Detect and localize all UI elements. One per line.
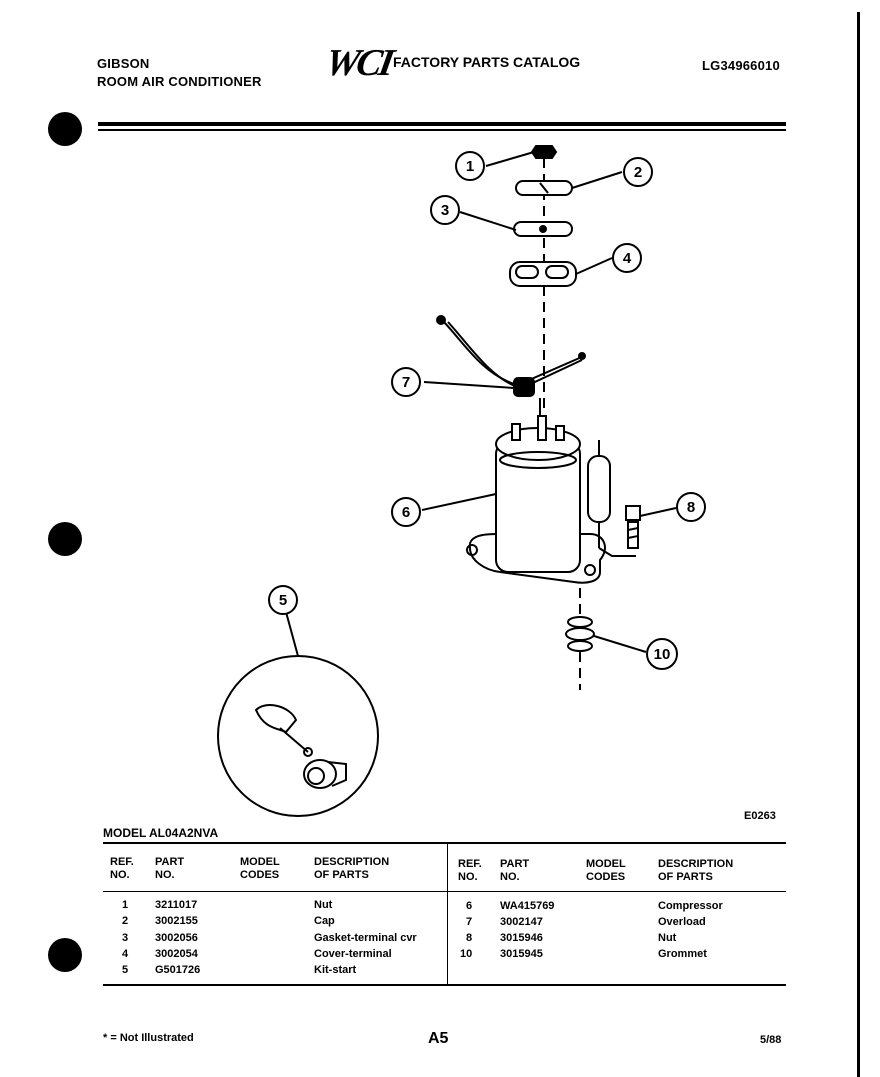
header-ref: REF.NO.: [458, 858, 482, 883]
gasket-part: [513, 221, 573, 237]
callout-4: 4: [612, 243, 642, 273]
svg-text:7: 7: [402, 374, 410, 391]
page-border: [857, 12, 860, 1077]
svg-text:3: 3: [441, 202, 449, 219]
header-ref: REF.NO.: [110, 856, 134, 881]
compressor-part: [466, 415, 636, 584]
revision-date: 5/88: [760, 1034, 782, 1046]
grommet-part: [565, 616, 595, 652]
header-rule: [98, 122, 786, 126]
product-name: ROOM AIR CONDITIONER: [97, 74, 262, 89]
binder-hole-bottom: [48, 938, 82, 972]
table-bottom-rule: [103, 984, 786, 986]
callout-8: 8: [676, 492, 706, 522]
table-header-rule: [103, 891, 786, 892]
svg-text:1: 1: [466, 158, 474, 175]
not-illustrated-note: * = Not Illustrated: [103, 1032, 194, 1044]
model-number: MODEL AL04A2NVA: [103, 826, 219, 840]
terminal-cover-part: [509, 261, 577, 287]
brand-name: GIBSON: [97, 56, 150, 71]
svg-text:10: 10: [654, 646, 671, 663]
callout-1: 1: [455, 151, 485, 181]
callout-5: 5: [268, 585, 298, 615]
callout-7: 7: [391, 367, 421, 397]
callout-6: 6: [391, 497, 421, 527]
page-number: A5: [428, 1030, 449, 1047]
svg-text:5: 5: [279, 592, 287, 609]
svg-text:8: 8: [687, 499, 695, 516]
callout-3: 3: [430, 195, 460, 225]
svg-text:2: 2: [634, 164, 642, 181]
diagram-code: E0263: [744, 810, 776, 822]
table-top-rule: [103, 842, 786, 844]
start-kit-part: [217, 655, 379, 817]
header-rule-thin: [98, 129, 786, 131]
table-column-divider: [447, 844, 448, 984]
callout-10: 10: [646, 638, 678, 670]
mounting-nut-part: [625, 505, 641, 549]
cap-part: [515, 180, 573, 196]
catalog-number: LG34966010: [702, 58, 780, 73]
nut-part: [530, 145, 558, 159]
binder-hole-top: [48, 112, 82, 146]
callout-2: 2: [623, 157, 653, 187]
svg-text:4: 4: [623, 250, 632, 267]
svg-text:6: 6: [402, 504, 410, 521]
overload-part: [436, 315, 586, 420]
catalog-title: FACTORY PARTS CATALOG: [393, 54, 581, 70]
binder-hole-middle: [48, 522, 82, 556]
